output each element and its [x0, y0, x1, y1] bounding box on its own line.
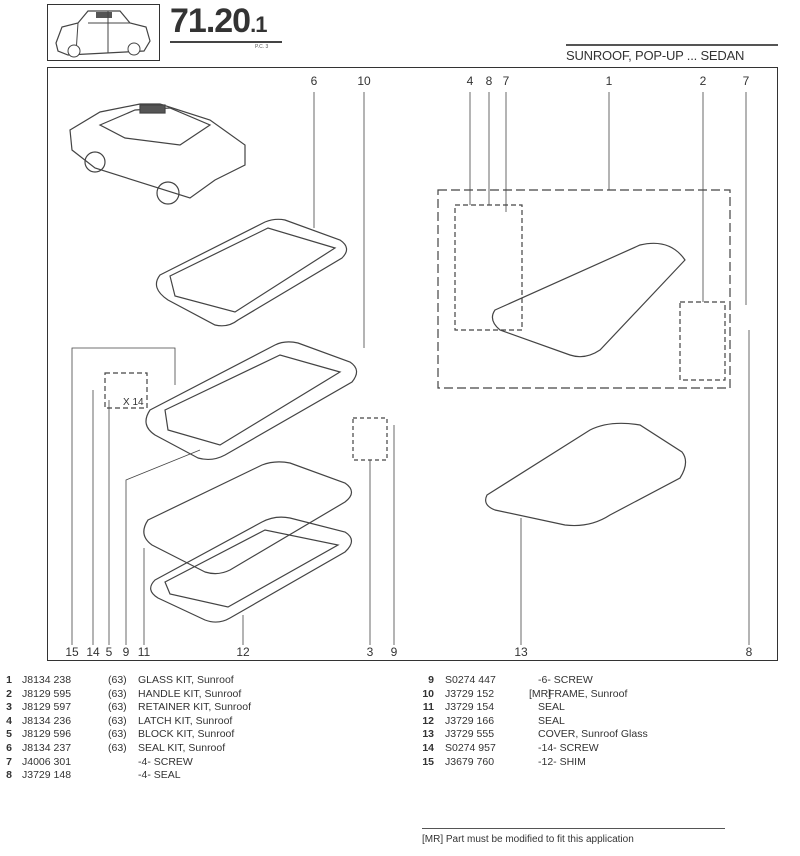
callout: 9 [122, 645, 130, 659]
part-part: J3729 148 [22, 769, 72, 782]
quantity-label: X 14 [123, 397, 144, 408]
part-num: 15 [422, 755, 434, 768]
callout: 11 [137, 645, 151, 659]
part-part: S0274 447 [445, 674, 496, 686]
part-part: J8129 596 [22, 728, 72, 741]
part-num: 6 [6, 742, 12, 754]
part-part: J8134 237 [22, 742, 72, 754]
car-thumbnail [47, 4, 160, 61]
callout: 8 [745, 645, 753, 659]
part-desc: SEAL [538, 701, 565, 714]
part-code: (63) [108, 728, 127, 741]
part-num: 8 [6, 769, 12, 782]
part-part: J8129 595 [22, 687, 72, 700]
part-num: 14 [422, 742, 434, 754]
part-part: J3729 166 [445, 714, 495, 727]
part-code: (63) [108, 674, 127, 686]
part-num: 13 [422, 728, 434, 741]
part-code: (63) [108, 742, 127, 754]
callout: 3 [366, 645, 374, 659]
part-desc: FRAME, Sunroof [548, 687, 628, 700]
part-part: S0274 957 [445, 742, 496, 754]
part-code: [MR] [529, 687, 552, 700]
title-rule [566, 44, 778, 46]
part-desc: HANDLE KIT, Sunroof [138, 687, 242, 700]
part-desc: -6- SCREW [538, 674, 593, 686]
part-code: (63) [108, 714, 127, 727]
part-num: 11 [422, 701, 434, 714]
part-num: 4 [6, 714, 12, 727]
car-thumbnail-icon [55, 10, 151, 58]
part-part: J8134 236 [22, 714, 72, 727]
callout: 1 [605, 74, 613, 88]
part-num: 5 [6, 728, 12, 741]
part-part: J8134 238 [22, 674, 72, 686]
part-num: 10 [422, 687, 434, 700]
part-part: J8129 597 [22, 701, 72, 714]
callout: 12 [236, 645, 250, 659]
footnote: [MR] Part must be modified to fit this a… [422, 834, 634, 845]
part-desc: -4- SEAL [138, 769, 181, 782]
part-num: 3 [6, 701, 12, 714]
exploded-diagram [68, 91, 749, 645]
section-code: 71.20.1 [170, 2, 267, 40]
callout: 4 [466, 74, 474, 88]
part-desc: -12- SHIM [538, 755, 586, 768]
car-illustration [68, 102, 246, 205]
callout: 15 [65, 645, 79, 659]
diagram-frame: X 14 [47, 67, 778, 661]
callout: 6 [310, 74, 318, 88]
part-part: J3729 555 [445, 728, 495, 741]
part-desc: SEAL KIT, Sunroof [138, 742, 226, 754]
code-underline [170, 41, 282, 43]
part-part: J3679 760 [445, 755, 495, 768]
part-desc: RETAINER KIT, Sunroof [138, 701, 252, 714]
callout: 13 [514, 645, 528, 659]
callout: 2 [699, 74, 707, 88]
callout: 9 [390, 645, 398, 659]
callout: 7 [502, 74, 510, 88]
callout: 7 [742, 74, 750, 88]
part-num: 7 [6, 755, 12, 768]
page-ref: P.C. 3 [255, 44, 269, 50]
callout: 5 [105, 645, 113, 659]
part-part: J3729 152 [445, 687, 495, 700]
part-desc: -14- SCREW [538, 742, 599, 754]
callout: 14 [86, 645, 100, 659]
part-desc: BLOCK KIT, Sunroof [138, 728, 235, 741]
callout: 10 [357, 74, 371, 88]
part-num: 9 [428, 674, 434, 686]
part-num: 1 [6, 674, 12, 686]
part-part: J3729 154 [445, 701, 495, 714]
part-num: 2 [6, 687, 12, 700]
page-title: SUNROOF, POP-UP ... SEDAN [566, 48, 745, 63]
callout: 8 [485, 74, 493, 88]
part-code: (63) [108, 701, 127, 714]
part-desc: COVER, Sunroof Glass [538, 728, 648, 741]
footnote-rule [422, 828, 725, 829]
part-num: 12 [422, 714, 434, 727]
part-desc: SEAL [538, 714, 565, 727]
part-desc: LATCH KIT, Sunroof [138, 714, 233, 727]
part-desc: GLASS KIT, Sunroof [138, 674, 234, 686]
part-code: (63) [108, 687, 127, 700]
part-part: J4006 301 [22, 755, 72, 768]
part-desc: -4- SCREW [138, 755, 193, 768]
